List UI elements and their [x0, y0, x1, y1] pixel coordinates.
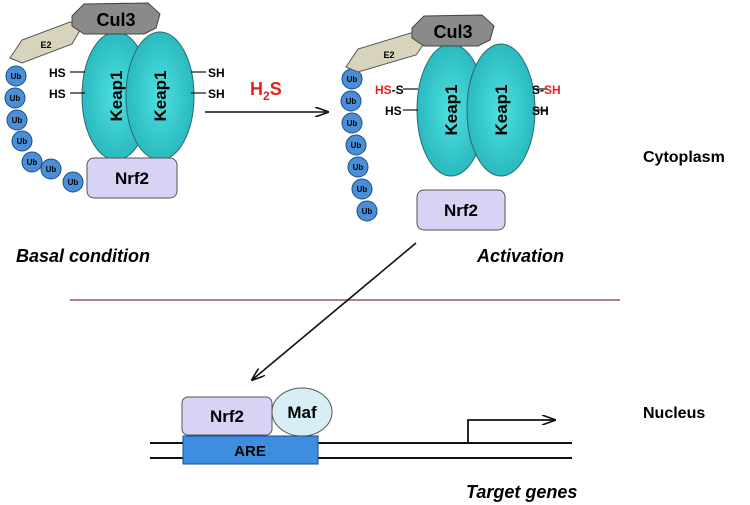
- transcription-arrow: [467, 420, 555, 443]
- thiols-basal: HS HS SH SH: [49, 66, 225, 101]
- maf-nucleus: Maf: [271, 387, 333, 437]
- ub-bead: Ub: [345, 134, 367, 156]
- cul3-label: Cul3: [433, 22, 472, 42]
- are-label: ARE: [234, 443, 266, 460]
- keap1-label: Keap1: [151, 70, 170, 121]
- nrf2-label: Nrf2: [444, 201, 478, 220]
- ub-label: Ub: [353, 163, 364, 172]
- activation-label: Activation: [476, 246, 564, 266]
- ub-label: Ub: [12, 116, 23, 125]
- activation-complex: Ub Ub Ub Ub Ub Ub Ub E2 Keap1 Keap1 HS-S: [340, 14, 561, 231]
- basal-complex: Ub Ub Ub Ub Ub Ub Ub E2 Keap1 Keap1 HS: [4, 2, 225, 199]
- ub-bead: Ub: [356, 200, 378, 222]
- ub-chain-activation: Ub Ub Ub Ub Ub Ub Ub: [340, 68, 378, 222]
- ub-bead: Ub: [62, 171, 84, 193]
- ub-label: Ub: [27, 158, 38, 167]
- keap1-dimer-activation: Keap1 Keap1: [416, 43, 536, 177]
- nrf2-activation: Nrf2: [416, 189, 506, 231]
- ub-label: Ub: [17, 137, 28, 146]
- nrf2-label: Nrf2: [115, 169, 149, 188]
- e2-basal: E2: [9, 21, 83, 64]
- ub-bead: Ub: [347, 156, 369, 178]
- ub-bead: Ub: [341, 112, 363, 134]
- ub-bead: Ub: [5, 65, 27, 87]
- nrf2-basal: Nrf2: [86, 157, 178, 199]
- ub-label: Ub: [347, 119, 358, 128]
- red-sh-text: SH: [544, 83, 561, 97]
- nucleus-complex: ARE Nrf2 Maf: [150, 387, 572, 465]
- ub-label: Ub: [347, 75, 358, 84]
- basal-condition-label: Basal condition: [16, 246, 150, 266]
- h2s-arrow: H2S: [205, 79, 328, 112]
- maf-label: Maf: [287, 403, 317, 422]
- ub-chain-basal: Ub Ub Ub Ub Ub Ub Ub: [4, 65, 84, 193]
- ub-bead: Ub: [351, 178, 373, 200]
- keap1-label: Keap1: [492, 84, 511, 135]
- ub-bead: Ub: [4, 87, 26, 109]
- s-dash-text: S-: [532, 83, 544, 97]
- ub-bead: Ub: [21, 151, 43, 173]
- keap1-label: Keap1: [442, 84, 461, 135]
- ub-label: Ub: [357, 185, 368, 194]
- h2s-h: H: [250, 79, 263, 99]
- cul3-label: Cul3: [96, 10, 135, 30]
- nucleus-label: Nucleus: [643, 405, 705, 422]
- thiol-hs-label: HS: [385, 104, 402, 118]
- thiol-sh-label: SH: [532, 104, 549, 118]
- ub-bead: Ub: [340, 90, 362, 112]
- ub-bead: Ub: [11, 130, 33, 152]
- s-text: -S: [392, 83, 404, 97]
- ub-label: Ub: [68, 178, 79, 187]
- e2-label: E2: [40, 40, 51, 50]
- ub-bead: Ub: [6, 109, 28, 131]
- keap1-dimer-basal: Keap1 Keap1: [81, 31, 195, 161]
- cul3-basal: Cul3: [71, 2, 161, 35]
- h2s-s: S: [270, 79, 282, 99]
- persulfide-left-label: HS-S: [375, 83, 404, 97]
- target-genes-label: Target genes: [466, 482, 577, 502]
- thiols-activation: HS-S HS S-SH SH: [375, 83, 561, 118]
- ub-label: Ub: [11, 72, 22, 81]
- thiol-sh-label: SH: [208, 87, 225, 101]
- ub-label: Ub: [10, 94, 21, 103]
- ub-label: Ub: [46, 165, 57, 174]
- are-element: ARE: [182, 435, 319, 465]
- translocation-arrow: [252, 242, 417, 380]
- red-hs-text: HS: [375, 83, 392, 97]
- thiol-hs-label: HS: [49, 87, 66, 101]
- e2-label: E2: [383, 50, 394, 60]
- keap1-label: Keap1: [107, 70, 126, 121]
- nrf2-nucleus: Nrf2: [181, 396, 273, 436]
- persulfide-right-label: S-SH: [532, 83, 561, 97]
- ub-bead: Ub: [40, 158, 62, 180]
- ub-label: Ub: [346, 97, 357, 106]
- ub-label: Ub: [362, 207, 373, 216]
- nrf2-label: Nrf2: [210, 407, 244, 426]
- h2s-sub: 2: [263, 89, 270, 103]
- thiol-hs-label: HS: [49, 66, 66, 80]
- thiol-sh-label: SH: [208, 66, 225, 80]
- h2s-label: H2S: [250, 79, 282, 103]
- cul3-activation: Cul3: [411, 14, 495, 47]
- ub-label: Ub: [351, 141, 362, 150]
- cytoplasm-label: Cytoplasm: [643, 149, 725, 166]
